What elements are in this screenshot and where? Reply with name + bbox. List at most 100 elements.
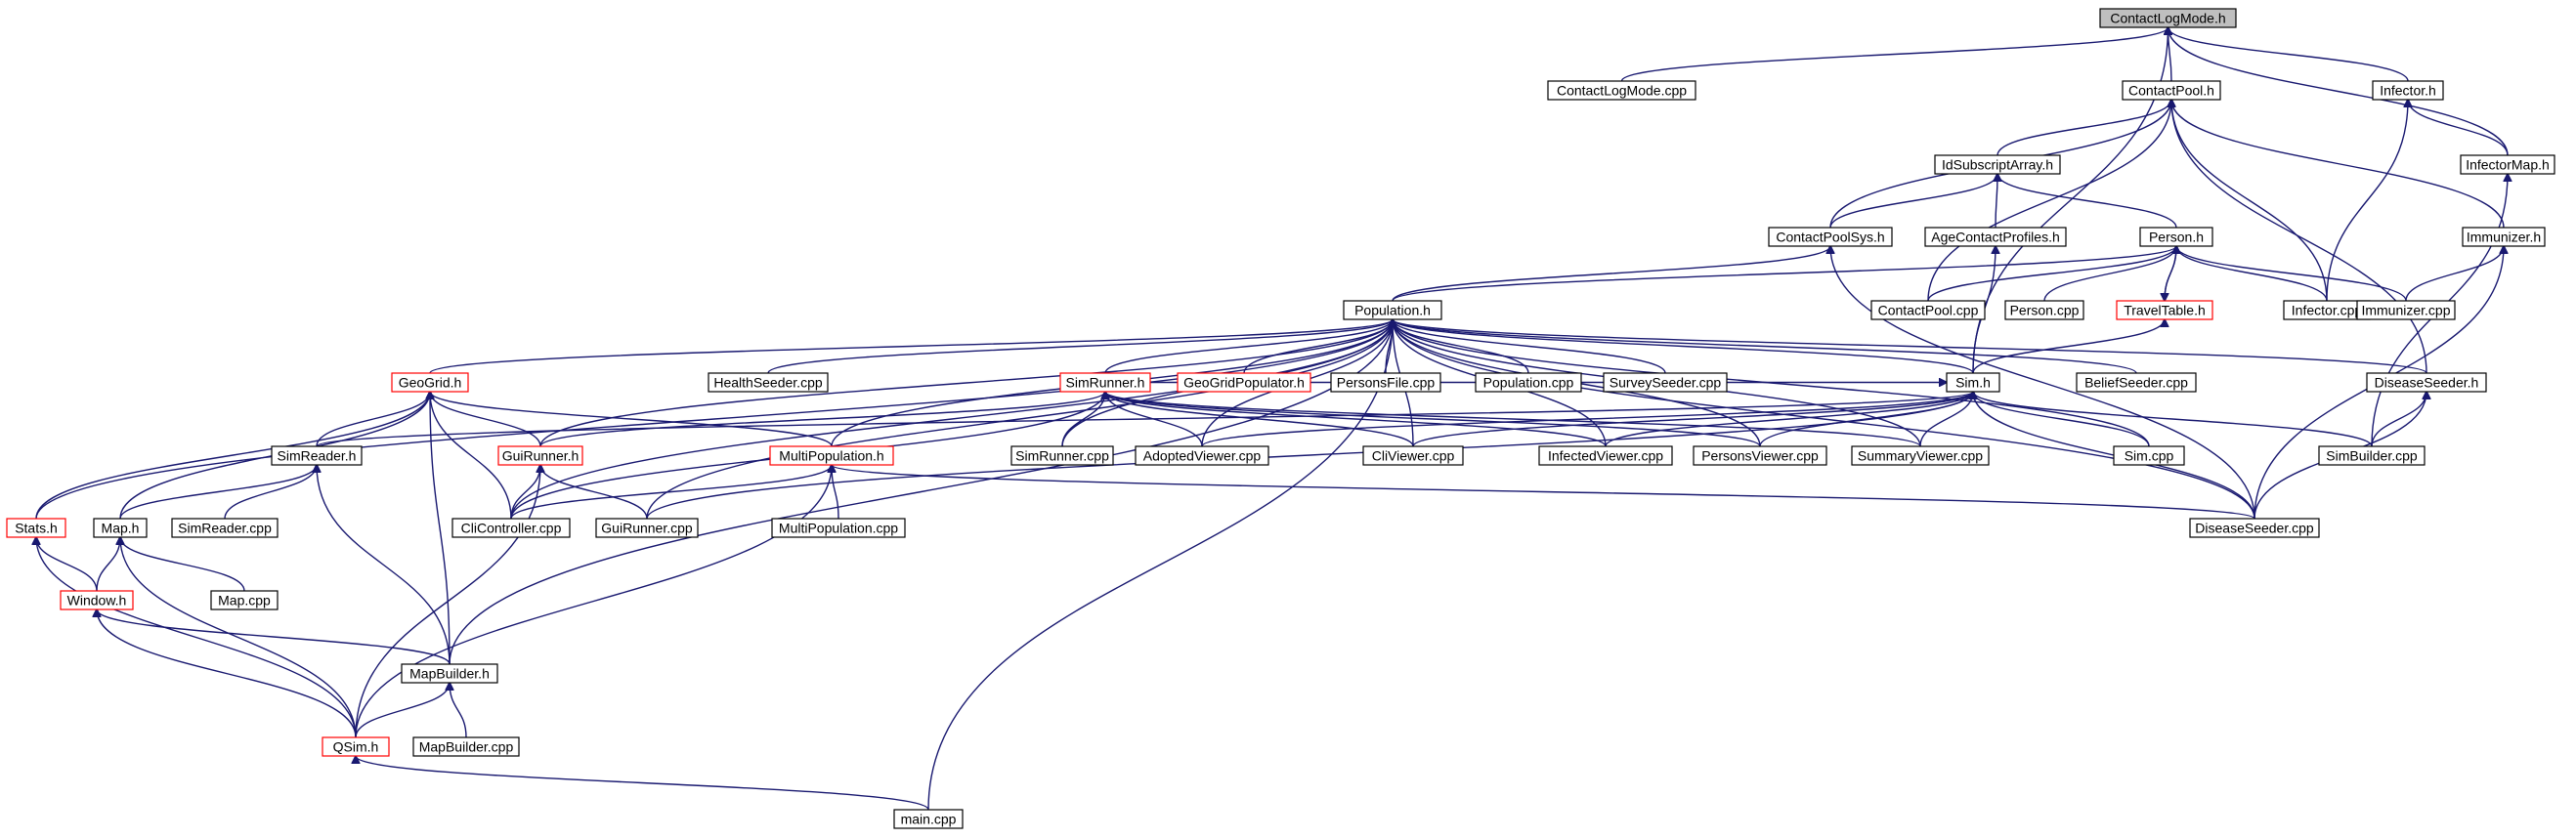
- node-population-h[interactable]: Population.h: [1343, 300, 1442, 320]
- node-surveyseeder-cpp[interactable]: SurveySeeder.cpp: [1603, 372, 1728, 393]
- node-contactlogmode-h[interactable]: ContactLogMode.h: [2099, 8, 2237, 28]
- node-infectormap-h[interactable]: InfectorMap.h: [2460, 154, 2555, 175]
- node-box: [1693, 445, 1827, 466]
- node-stats-h[interactable]: Stats.h: [6, 518, 66, 538]
- edge-guirunner-cpp-to-population-h: [646, 319, 1393, 520]
- node-contactpool-h[interactable]: ContactPool.h: [2122, 80, 2221, 101]
- node-simreader-h[interactable]: SimReader.h: [271, 445, 363, 466]
- node-label: IdSubscriptArray.h: [1942, 157, 2053, 173]
- node-simbuilder-cpp[interactable]: SimBuilder.cpp: [2318, 445, 2426, 466]
- edge-diseaseseeder-cpp-to-contactpoolsys-h: [1830, 246, 2255, 520]
- node-healthseeder-cpp[interactable]: HealthSeeder.cpp: [708, 372, 829, 393]
- node-box: [1010, 445, 1114, 466]
- node-personsfile-cpp[interactable]: PersonsFile.cpp: [1330, 372, 1441, 393]
- node-immunizer-cpp[interactable]: Immunizer.cpp: [2356, 300, 2456, 320]
- edge-cliviewer-cpp-to-sim-h: [1412, 392, 1973, 447]
- node-contactpool-cpp[interactable]: ContactPool.cpp: [1870, 300, 1986, 320]
- node-mapbuilder-cpp[interactable]: MapBuilder.cpp: [412, 736, 520, 757]
- node-agecontactprofiles-h[interactable]: AgeContactProfiles.h: [1924, 227, 2067, 247]
- node-box: [1362, 445, 1464, 466]
- node-label: Stats.h: [15, 521, 58, 536]
- node-summaryviewer-cpp[interactable]: SummaryViewer.cpp: [1851, 445, 1990, 466]
- node-sim-cpp[interactable]: Sim.cpp: [2113, 445, 2185, 466]
- node-immunizer-h[interactable]: Immunizer.h: [2462, 227, 2546, 247]
- node-label: Population.cpp: [1483, 375, 1574, 391]
- node-map-cpp[interactable]: Map.cpp: [210, 590, 279, 610]
- node-guirunner-h[interactable]: GuiRunner.h: [497, 445, 583, 466]
- node-label: SimRunner.h: [1066, 375, 1145, 391]
- node-box: [93, 518, 148, 538]
- node-box: [401, 663, 498, 684]
- node-infector-cpp[interactable]: Infector.cpp: [2283, 300, 2371, 320]
- edge-simrunner-h-to-population-h: [1104, 319, 1393, 374]
- node-guirunner-cpp[interactable]: GuiRunner.cpp: [595, 518, 699, 538]
- node-label: GeoGrid.h: [399, 375, 462, 391]
- node-mapbuilder-h[interactable]: MapBuilder.h: [401, 663, 498, 684]
- node-label: DiseaseSeeder.h: [2375, 375, 2479, 391]
- node-box: [2139, 227, 2213, 247]
- node-main-cpp[interactable]: main.cpp: [893, 809, 964, 829]
- node-box: [271, 445, 363, 466]
- node-box: [595, 518, 699, 538]
- edge-clicontroller-cpp-to-geogrid-h: [430, 392, 512, 520]
- edge-infectedviewer-cpp-to-sim-h: [1605, 392, 1973, 447]
- node-population-cpp[interactable]: Population.cpp: [1475, 372, 1582, 393]
- node-diseaseseeder-h[interactable]: DiseaseSeeder.h: [2366, 372, 2487, 393]
- node-simreader-cpp[interactable]: SimReader.cpp: [171, 518, 279, 538]
- node-label: DiseaseSeeder.cpp: [2195, 521, 2314, 536]
- edge-immunizer-h-to-contactpool-h: [2171, 100, 2505, 229]
- edge-main-cpp-to-population-h: [927, 319, 1393, 811]
- node-box: [2462, 227, 2546, 247]
- node-label: SimRunner.cpp: [1015, 448, 1109, 464]
- edge-guirunner-h-to-geogrid-h: [430, 392, 541, 447]
- edge-person-h-to-traveltable-h: [2165, 245, 2177, 301]
- node-beliefseeder-cpp[interactable]: BeliefSeeder.cpp: [2076, 372, 2197, 393]
- node-diseaseseeder-cpp[interactable]: DiseaseSeeder.cpp: [2189, 518, 2320, 538]
- node-clicontroller-cpp[interactable]: CliController.cpp: [451, 518, 571, 538]
- node-sim-h[interactable]: Sim.h: [1946, 372, 2000, 393]
- edge-surveyseeder-cpp-to-population-h: [1393, 319, 1666, 374]
- node-simrunner-cpp[interactable]: SimRunner.cpp: [1010, 445, 1114, 466]
- node-box: [1059, 372, 1151, 393]
- node-adoptedviewer-cpp[interactable]: AdoptedViewer.cpp: [1135, 445, 1269, 466]
- node-person-cpp[interactable]: Person.cpp: [2004, 300, 2084, 320]
- node-label: GeoGridPopulator.h: [1183, 375, 1305, 391]
- node-label: Immunizer.h: [2467, 230, 2541, 245]
- edge-contactlogmode-cpp-to-contactlogmode-h: [1620, 27, 2168, 82]
- node-label: PersonsViewer.cpp: [1701, 448, 1819, 464]
- node-window-h[interactable]: Window.h: [60, 590, 134, 610]
- node-infectedviewer-cpp[interactable]: InfectedViewer.cpp: [1538, 445, 1673, 466]
- node-multipopulation-cpp[interactable]: MultiPopulation.cpp: [771, 518, 906, 538]
- node-multipopulation-h[interactable]: MultiPopulation.h: [769, 445, 894, 466]
- node-label: QSim.h: [333, 739, 379, 755]
- edge-guirunner-cpp-to-sim-h: [646, 392, 1973, 520]
- edge-personsviewer-cpp-to-simrunner-h: [1105, 392, 1761, 447]
- node-cliviewer-cpp[interactable]: CliViewer.cpp: [1362, 445, 1464, 466]
- edge-qsim-h-to-mapbuilder-h: [355, 683, 450, 738]
- node-geogridpopulator-h[interactable]: GeoGridPopulator.h: [1177, 372, 1311, 393]
- edge-simbuilder-cpp-to-diseaseseeder-h: [2371, 392, 2426, 447]
- edge-mapbuilder-h-to-simreader-h: [317, 465, 451, 665]
- node-infector-h[interactable]: Infector.h: [2372, 80, 2444, 101]
- edge-simbuilder-cpp-to-sim-h: [1973, 392, 2373, 447]
- edge-simreader-h-to-sim-h: [316, 392, 1973, 447]
- node-person-h[interactable]: Person.h: [2139, 227, 2213, 247]
- edge-map-h-to-simreader-h: [119, 465, 317, 520]
- node-label: Immunizer.cpp: [2361, 303, 2450, 318]
- node-label: Person.cpp: [2010, 303, 2080, 318]
- node-idsubscriptarray-h[interactable]: IdSubscriptArray.h: [1934, 154, 2061, 175]
- node-personsviewer-cpp[interactable]: PersonsViewer.cpp: [1693, 445, 1827, 466]
- node-label: CliViewer.cpp: [1372, 448, 1455, 464]
- node-simrunner-h[interactable]: SimRunner.h: [1059, 372, 1151, 393]
- node-contactlogmode-cpp[interactable]: ContactLogMode.cpp: [1547, 80, 1696, 101]
- node-contactpoolsys-h[interactable]: ContactPoolSys.h: [1768, 227, 1893, 247]
- node-traveltable-h[interactable]: TravelTable.h: [2116, 300, 2213, 320]
- node-label: main.cpp: [901, 812, 957, 827]
- node-geogrid-h[interactable]: GeoGrid.h: [391, 372, 469, 393]
- edge-sim-cpp-to-sim-h: [1973, 392, 2150, 447]
- node-box: [2318, 445, 2426, 466]
- node-map-h[interactable]: Map.h: [93, 518, 148, 538]
- node-box: [1946, 372, 2000, 393]
- node-qsim-h[interactable]: QSim.h: [322, 736, 390, 757]
